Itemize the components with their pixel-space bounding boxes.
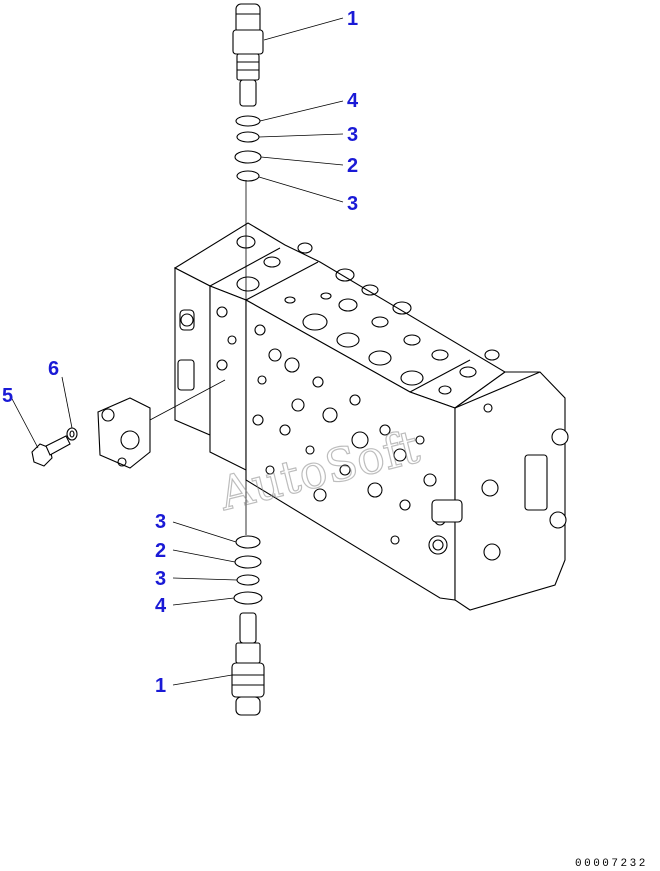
callout-5-bolt: 5 bbox=[2, 385, 13, 407]
callout-labels: 1 4 3 2 3 6 5 3 2 3 4 1 bbox=[2, 8, 359, 697]
relief-valve-top bbox=[232, 3, 264, 107]
leader-lines bbox=[9, 17, 344, 686]
callout-1-bottom: 1 bbox=[155, 675, 166, 697]
callout-3-bottom-upper: 3 bbox=[155, 511, 166, 533]
drawing-number: 00007232 bbox=[575, 858, 648, 870]
callout-1-top: 1 bbox=[347, 8, 358, 30]
relief-valve-bottom bbox=[231, 612, 265, 716]
control-valve-block bbox=[173, 222, 569, 611]
spring-washer bbox=[66, 427, 78, 441]
callout-3-bottom-lower: 3 bbox=[155, 568, 166, 590]
callout-4-bottom: 4 bbox=[155, 595, 167, 617]
o-rings-bottom bbox=[233, 535, 263, 605]
callout-4-top: 4 bbox=[347, 90, 359, 112]
callout-2-bottom: 2 bbox=[155, 540, 166, 562]
side-cover-plate bbox=[97, 379, 226, 469]
callout-3-top-lower: 3 bbox=[347, 193, 358, 215]
hex-bolt bbox=[31, 435, 71, 467]
callout-2-top: 2 bbox=[347, 155, 358, 177]
callout-6-washer: 6 bbox=[48, 358, 59, 380]
callout-3-top-upper: 3 bbox=[347, 124, 358, 146]
o-rings-top bbox=[234, 115, 262, 182]
